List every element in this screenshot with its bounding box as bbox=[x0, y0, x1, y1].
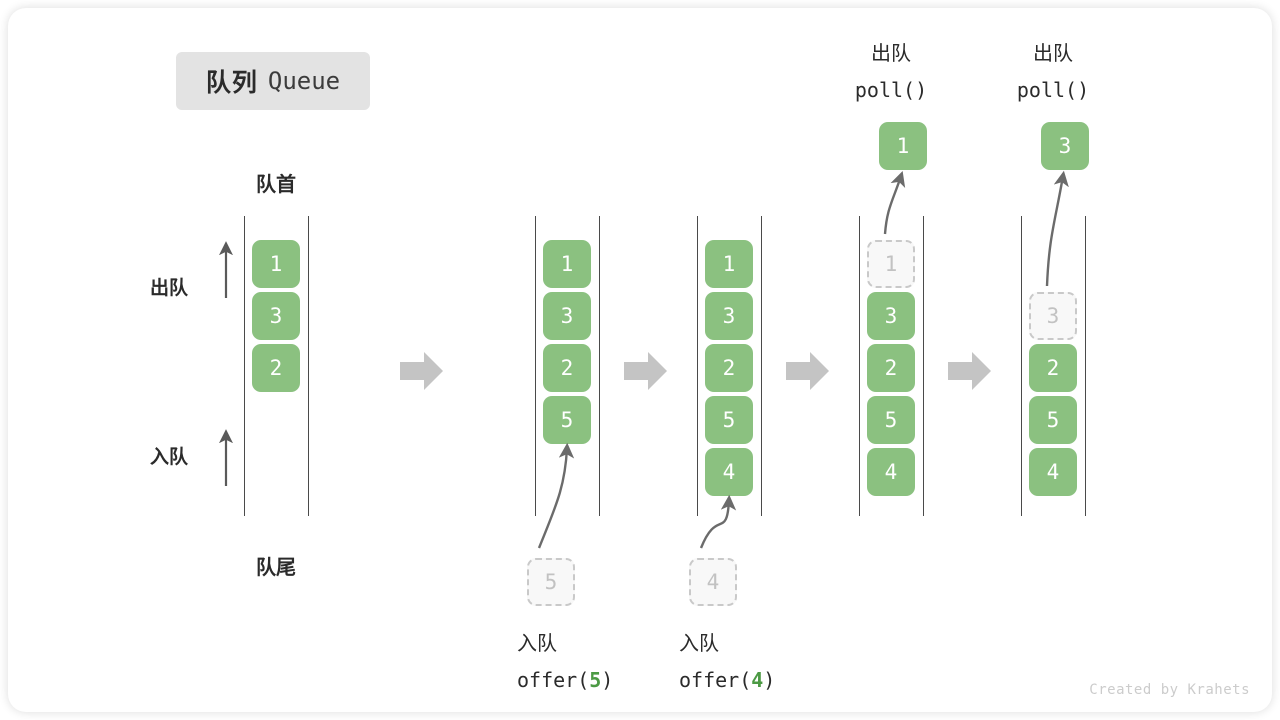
dequeued-element: 3 bbox=[1041, 122, 1089, 170]
title-chinese: 队列 bbox=[205, 69, 258, 97]
sep-4-icon bbox=[948, 351, 992, 391]
dequeue-arrow bbox=[1045, 170, 1069, 287]
enqueue-op-close: ) bbox=[601, 668, 614, 692]
enqueue-direction-label: 入队 bbox=[150, 447, 189, 468]
enqueue-caption-line1: 入队 bbox=[679, 633, 719, 655]
queue-rail-left bbox=[535, 216, 536, 516]
queue-cell: 1 bbox=[705, 240, 753, 288]
queue-cell: 5 bbox=[543, 396, 591, 444]
queue-rail-left bbox=[1021, 216, 1022, 516]
dequeue-caption: 出队 poll() bbox=[997, 36, 1109, 108]
queue-rail-right bbox=[923, 216, 924, 516]
enqueue-caption: 入队 offer(5) bbox=[517, 626, 613, 698]
incoming-element: 4 bbox=[689, 558, 737, 606]
queue-cell: 3 bbox=[1029, 292, 1077, 340]
queue-cell: 5 bbox=[867, 396, 915, 444]
queue-cell: 2 bbox=[867, 344, 915, 392]
queue-cell: 3 bbox=[543, 292, 591, 340]
enqueue-arrow bbox=[537, 442, 575, 549]
sep-1-icon bbox=[400, 351, 444, 391]
queue-rail-left bbox=[244, 216, 245, 516]
queue-cell: 3 bbox=[867, 292, 915, 340]
queue-cell: 4 bbox=[1029, 448, 1077, 496]
dequeue-caption-line2: poll() bbox=[1016, 78, 1090, 102]
enqueue-caption-line1: 入队 bbox=[517, 633, 557, 655]
title-badge: 队列 Queue bbox=[176, 52, 370, 110]
dequeue-direction-label: 出队 bbox=[150, 278, 189, 299]
enqueue-arrow bbox=[699, 494, 737, 549]
queue-cell: 4 bbox=[867, 448, 915, 496]
enqueue-caption-line2: offer(5) bbox=[517, 662, 613, 698]
enqueue-op-name: offer( bbox=[517, 668, 590, 692]
dequeued-element: 1 bbox=[879, 122, 927, 170]
queue-rail-right bbox=[761, 216, 762, 516]
dequeue-caption-line1: 出队 bbox=[871, 43, 911, 65]
sep-2-icon bbox=[624, 351, 668, 391]
queue-cell: 3 bbox=[252, 292, 300, 340]
queue-cell: 2 bbox=[1029, 344, 1077, 392]
queue-cell: 1 bbox=[252, 240, 300, 288]
enqueue-caption-line2: offer(4) bbox=[679, 662, 775, 698]
enqueue-op-arg: 5 bbox=[589, 668, 602, 692]
dequeue-arrow bbox=[883, 170, 906, 235]
queue-cell: 5 bbox=[1029, 396, 1077, 444]
dequeue-caption-line1: 出队 bbox=[1033, 43, 1073, 65]
queue-cell: 3 bbox=[705, 292, 753, 340]
enqueue-op-name: offer( bbox=[679, 668, 752, 692]
queue-cell: 1 bbox=[543, 240, 591, 288]
enqueue-op-arg: 4 bbox=[751, 668, 764, 692]
title-english: Queue bbox=[267, 67, 341, 95]
dequeue-caption-line2: poll() bbox=[854, 78, 928, 102]
queue-cell: 4 bbox=[705, 448, 753, 496]
queue-rail-left bbox=[697, 216, 698, 516]
queue-cell: 2 bbox=[252, 344, 300, 392]
queue-cell: 5 bbox=[705, 396, 753, 444]
incoming-element: 5 bbox=[527, 558, 575, 606]
queue-head-label: 队首 bbox=[256, 174, 296, 196]
queue-cell: 1 bbox=[867, 240, 915, 288]
enqueue-caption: 入队 offer(4) bbox=[679, 626, 775, 698]
queue-cell: 2 bbox=[543, 344, 591, 392]
enqueue-op-close: ) bbox=[763, 668, 776, 692]
watermark: Created by Krahets bbox=[1089, 682, 1250, 698]
sep-3-icon bbox=[786, 351, 830, 391]
queue-rail-right bbox=[1085, 216, 1086, 516]
queue-tail-label: 队尾 bbox=[256, 557, 296, 579]
dequeue-caption: 出队 poll() bbox=[835, 36, 947, 108]
queue-rail-right bbox=[599, 216, 600, 516]
queue-cell: 2 bbox=[705, 344, 753, 392]
queue-rail-left bbox=[859, 216, 860, 516]
queue-rail-right bbox=[308, 216, 309, 516]
